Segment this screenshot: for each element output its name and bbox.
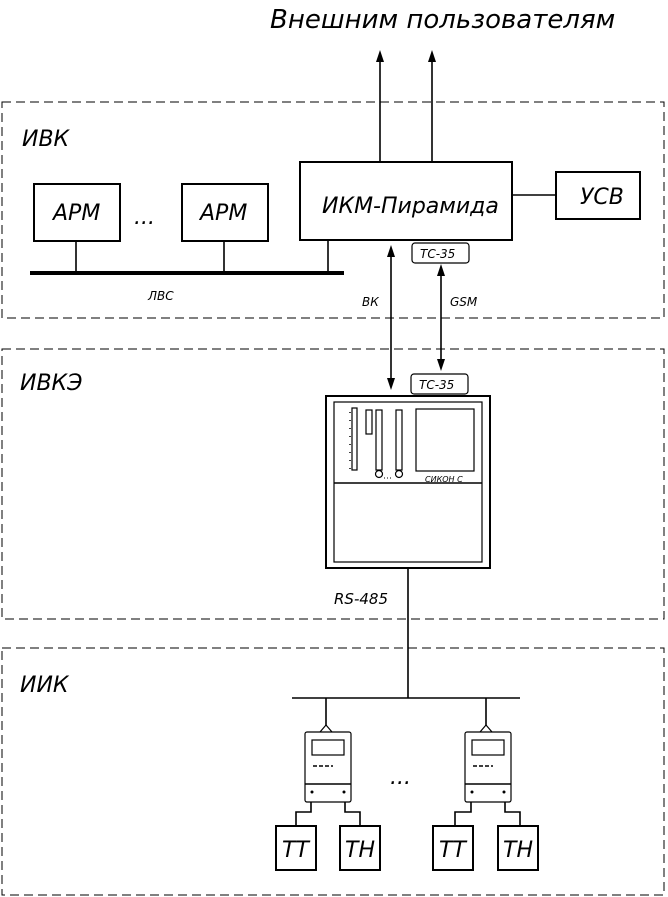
tc35-label-bottom: ТС-35 xyxy=(419,378,454,392)
vk-label: ВК xyxy=(362,295,379,309)
sikon-slot-2 xyxy=(365,409,373,435)
zone-ivke xyxy=(1,348,665,620)
meter-2-display xyxy=(471,739,505,756)
meter-2-terminal-left-icon xyxy=(470,790,474,794)
vk-arrow-down-icon xyxy=(387,378,395,390)
arm-label-1: АРМ xyxy=(51,201,100,226)
sikon-slot-4 xyxy=(395,409,403,471)
meter-1-th-wire xyxy=(344,802,361,826)
arm-box-2 xyxy=(181,183,269,242)
meter-2-tt-wire xyxy=(454,802,472,826)
zone-ivk xyxy=(1,101,665,319)
sikon-slot-1 xyxy=(351,407,358,471)
ikm-pyramid-box xyxy=(299,161,513,241)
lan-label: ЛВС xyxy=(147,289,174,303)
usv-label: УСВ xyxy=(580,185,624,210)
tt-box-2 xyxy=(432,825,474,871)
sikon-knob-1-icon xyxy=(374,469,384,479)
tc35-modem-bottom xyxy=(410,373,469,395)
gsm-arrow-down-icon xyxy=(437,359,445,371)
gsm-arrow-up-icon xyxy=(437,264,445,276)
tt-label-2: ТТ xyxy=(439,838,467,863)
meter-ellipsis: ... xyxy=(390,765,411,790)
arrow-up-left-icon xyxy=(376,50,384,62)
th-box-1 xyxy=(339,825,381,871)
meter-2-terminal-right-icon xyxy=(502,790,506,794)
rs485-label: RS-485 xyxy=(334,590,388,608)
meter-1-tt-wire xyxy=(295,802,312,826)
zone-iik-label: ИИК xyxy=(20,673,70,698)
sikon-display xyxy=(415,408,475,472)
zone-ivk-label: ИВК xyxy=(22,127,71,152)
sikon-knob-2-icon xyxy=(394,469,404,479)
meter-1 xyxy=(304,724,352,803)
external-users-label: Внешним пользователям xyxy=(270,5,615,35)
usv-box xyxy=(555,171,641,220)
meter-1-display xyxy=(311,739,345,756)
arrow-up-right-icon xyxy=(428,50,436,62)
arm-ellipsis: ... xyxy=(134,205,155,230)
gsm-label: GSM xyxy=(450,295,478,309)
arm-label-2: АРМ xyxy=(198,201,247,226)
meter-1-terminal-left-icon xyxy=(310,790,314,794)
th-box-2 xyxy=(497,825,539,871)
tc35-label-top: ТС-35 xyxy=(420,247,455,261)
meter-2 xyxy=(464,724,512,803)
tc35-modem-top xyxy=(411,242,470,264)
tt-box-1 xyxy=(275,825,317,871)
vk-arrow-up-icon xyxy=(387,245,395,257)
arm-box-1 xyxy=(33,183,121,242)
ikm-pyramid-label: ИКМ-Пирамида xyxy=(322,194,499,219)
th-label-1: ТН xyxy=(345,838,375,863)
th-label-2: ТН xyxy=(503,838,533,863)
meter-2-th-wire xyxy=(504,802,521,826)
tt-label-1: ТТ xyxy=(282,838,310,863)
sikon-brand-label: СИКОН С xyxy=(425,475,463,484)
zone-ivke-label: ИВКЭ xyxy=(20,371,83,396)
sikon-slot-3 xyxy=(375,409,383,471)
meter-1-terminal-right-icon xyxy=(342,790,346,794)
zone-iik xyxy=(1,647,665,896)
